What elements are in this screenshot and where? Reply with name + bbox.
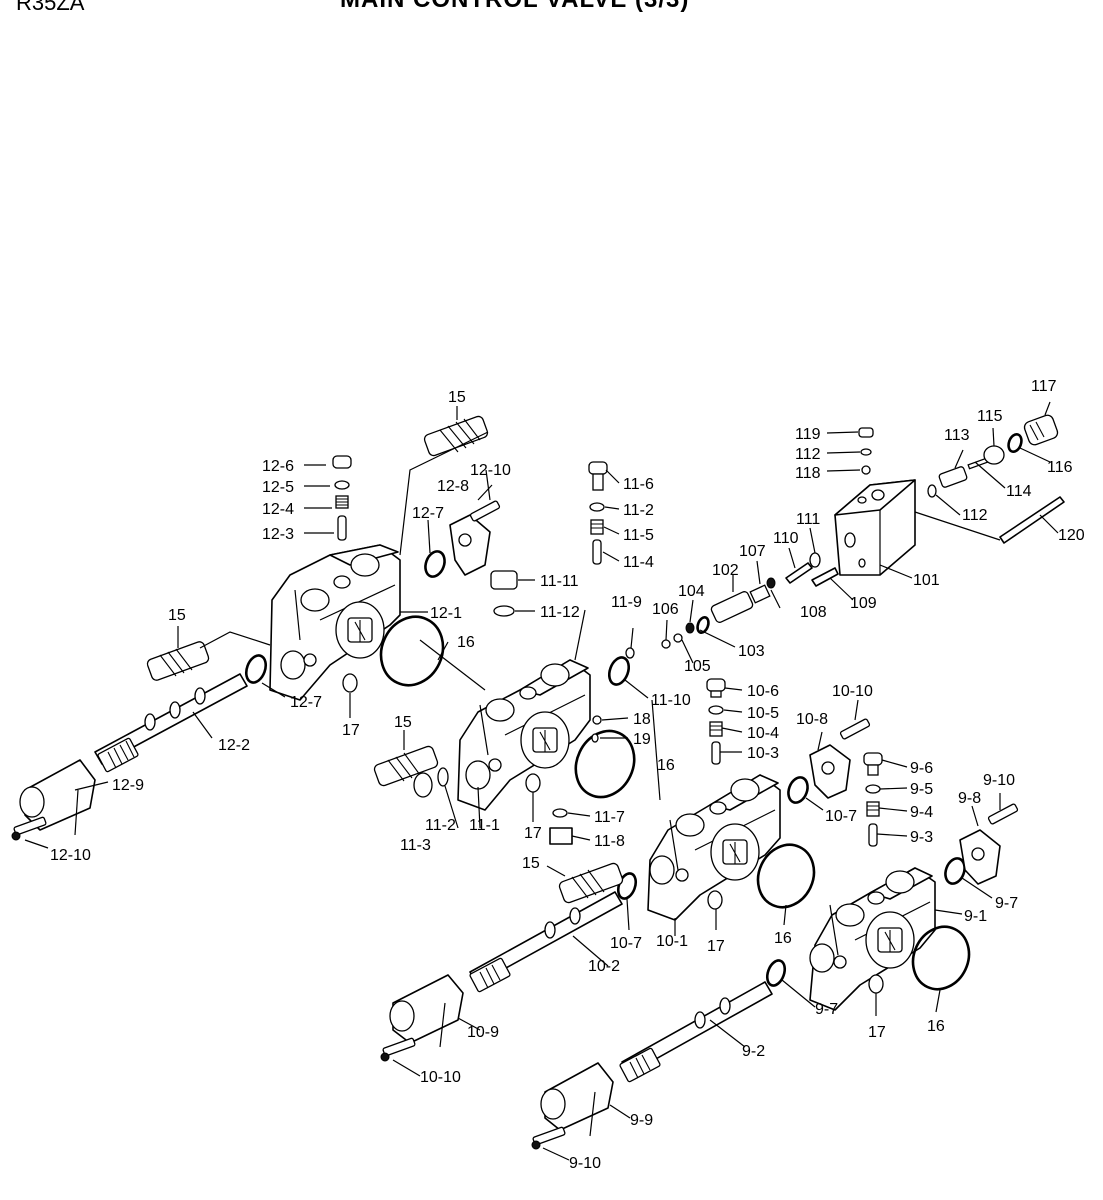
label-103: 103 <box>738 643 765 660</box>
label-11-11: 11-11 <box>540 573 579 590</box>
label-111: 111 <box>796 511 820 528</box>
label-17: 17 <box>342 722 360 739</box>
label-12-10: 12-10 <box>50 847 91 864</box>
label-10-10: 10-10 <box>420 1069 461 1086</box>
label-10-9: 10-9 <box>467 1024 499 1041</box>
label-12-3: 12-3 <box>262 526 294 543</box>
label-119: 119 <box>795 426 821 443</box>
label-10-7: 10-7 <box>825 808 857 825</box>
label-12-2: 12-2 <box>218 737 250 754</box>
label-12-8: 12-8 <box>437 478 469 495</box>
label-11-1: 11-1 <box>469 817 500 834</box>
label-9-7: 9-7 <box>995 895 1018 912</box>
label-15: 15 <box>448 389 466 406</box>
label-11-6: 11-6 <box>623 476 654 493</box>
valve-section-101 <box>696 414 1065 635</box>
label-120: 120 <box>1058 527 1085 544</box>
label-117: 117 <box>1031 378 1057 395</box>
label-104: 104 <box>678 583 705 600</box>
label-101: 101 <box>913 572 940 589</box>
label-11-8: 11-8 <box>594 833 625 850</box>
label-12-9: 12-9 <box>112 777 144 794</box>
label-15: 15 <box>168 607 186 624</box>
part-labels: 12-6 12-5 12-4 12-3 12-8 12-10 12-7 12-1… <box>50 378 1085 1172</box>
label-115: 115 <box>977 408 1003 425</box>
valve-section-10 <box>380 678 871 1062</box>
label-109: 109 <box>850 595 877 612</box>
label-16: 16 <box>657 757 675 774</box>
label-10-7: 10-7 <box>610 935 642 952</box>
model-code: R35ZA <box>16 0 85 15</box>
label-9-1: 9-1 <box>964 908 987 925</box>
label-113: 113 <box>944 427 970 444</box>
label-11-7: 11-7 <box>594 809 625 826</box>
diagram-title: MAIN CONTROL VALVE (3/3) <box>340 0 689 14</box>
valve-section-11 <box>373 461 695 845</box>
label-110: 110 <box>773 530 799 547</box>
label-108: 108 <box>800 604 827 621</box>
label-18: 18 <box>633 711 651 728</box>
label-12-7: 12-7 <box>290 694 322 711</box>
label-9-9: 9-9 <box>630 1112 653 1129</box>
label-9-5: 9-5 <box>910 781 933 798</box>
label-11-2: 11-2 <box>623 502 654 519</box>
label-16: 16 <box>774 930 792 947</box>
label-10-6: 10-6 <box>747 683 779 700</box>
label-112: 112 <box>795 446 821 463</box>
label-9-6: 9-6 <box>910 760 933 777</box>
label-10-2: 10-2 <box>588 958 620 975</box>
label-12-1: 12-1 <box>430 605 462 622</box>
valve-section-9 <box>531 752 1019 1150</box>
label-11-12: 11-12 <box>540 604 580 621</box>
label-9-4: 9-4 <box>910 804 933 821</box>
label-107: 107 <box>739 543 766 560</box>
label-16: 16 <box>927 1018 945 1035</box>
label-17: 17 <box>868 1024 886 1041</box>
label-10-3: 10-3 <box>747 745 779 762</box>
label-15: 15 <box>522 855 540 872</box>
label-106: 106 <box>652 601 679 618</box>
label-10-5: 10-5 <box>747 705 779 722</box>
label-10-4: 10-4 <box>747 725 779 742</box>
label-10-8: 10-8 <box>796 711 828 728</box>
label-9-7: 9-7 <box>815 1001 838 1018</box>
label-116: 116 <box>1047 459 1073 476</box>
label-11-5: 11-5 <box>623 527 654 544</box>
valve-section-12 <box>11 415 501 841</box>
label-118: 118 <box>795 465 821 482</box>
label-11-2: 11-2 <box>425 817 456 834</box>
label-12-6: 12-6 <box>262 458 294 475</box>
label-9-3: 9-3 <box>910 829 933 846</box>
label-15: 15 <box>394 714 412 731</box>
label-102: 102 <box>712 562 739 579</box>
label-10-10: 10-10 <box>832 683 873 700</box>
label-9-10: 9-10 <box>983 772 1015 789</box>
label-11-3: 11-3 <box>400 837 431 854</box>
label-11-4: 11-4 <box>623 554 654 571</box>
label-19: 19 <box>633 731 651 748</box>
label-105: 105 <box>684 658 711 675</box>
label-9-2: 9-2 <box>742 1043 765 1060</box>
label-12-10: 12-10 <box>470 462 511 479</box>
label-16: 16 <box>457 634 475 651</box>
label-112: 112 <box>962 507 988 524</box>
label-114: 114 <box>1006 483 1032 500</box>
label-17: 17 <box>707 938 725 955</box>
label-11-9: 11-9 <box>611 594 642 611</box>
label-12-7: 12-7 <box>412 505 444 522</box>
label-9-10: 9-10 <box>569 1155 601 1172</box>
label-11-10: 11-10 <box>651 692 691 709</box>
label-10-1: 10-1 <box>656 933 688 950</box>
label-12-5: 12-5 <box>262 479 294 496</box>
label-12-4: 12-4 <box>262 501 294 518</box>
label-17: 17 <box>524 825 542 842</box>
label-9-8: 9-8 <box>958 790 981 807</box>
leader-lines <box>24 401 1059 1161</box>
